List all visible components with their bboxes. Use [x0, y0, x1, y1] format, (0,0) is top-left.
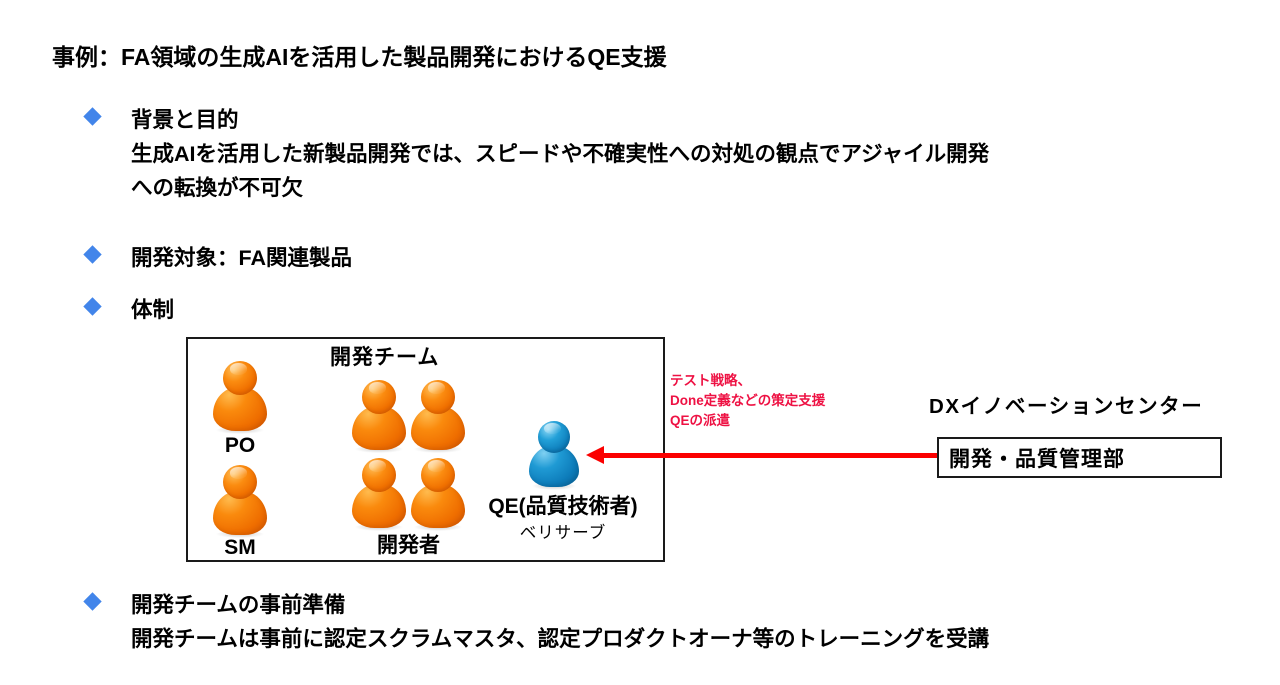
diamond-bullet-icon: [83, 107, 102, 126]
diamond-bullet-icon: [83, 245, 102, 264]
role-label-developers: 開発者: [377, 534, 440, 557]
bullet-preparation: 開発チームの事前準備 開発チームは事前に認定スクラムマスタ、認定プロダクトオーナ…: [83, 588, 989, 656]
bullet-structure: 体制: [83, 293, 174, 327]
person-head: [538, 421, 570, 453]
role-label-qe-company: ベリサーブ: [519, 524, 607, 542]
person-icon-developer-4: [411, 458, 465, 531]
role-label-po: PO: [224, 434, 256, 457]
bullet-development-target: 開発対象：FA関連製品: [83, 241, 352, 275]
role-label-sm: SM: [224, 536, 256, 559]
bullet-background-text: 背景と目的 生成AIを活用した新製品開発では、スピードや不確実性への対処の観点で…: [131, 103, 989, 205]
support-annotation-line-1: テスト戦略、: [670, 373, 751, 388]
person-head: [421, 458, 455, 492]
bullet-preparation-text: 開発チームの事前準備 開発チームは事前に認定スクラムマスタ、認定プロダクトオーナ…: [131, 588, 989, 656]
person-gloss: [368, 460, 387, 472]
bullet-development-target-line-1: 開発対象：FA関連製品: [131, 246, 352, 270]
person-head: [421, 380, 455, 414]
person-icon-developer-3: [352, 458, 406, 531]
person-head: [223, 465, 257, 499]
person-gloss: [229, 467, 248, 479]
person-icon-qe: [529, 421, 579, 490]
person-gloss: [427, 382, 446, 394]
person-head: [362, 458, 396, 492]
person-gloss: [229, 363, 248, 375]
development-team-label: 開発チーム: [330, 346, 440, 369]
diamond-bullet-icon: [83, 297, 102, 316]
support-annotation-line-3: QEの派遣: [670, 413, 731, 428]
person-gloss: [368, 382, 387, 394]
person-icon-sm: [213, 465, 267, 538]
bullet-preparation-line-1: 開発チームの事前準備: [131, 593, 346, 617]
role-label-qe: QE(品質技術者): [488, 495, 638, 518]
bullet-development-target-text: 開発対象：FA関連製品: [131, 241, 352, 275]
bullet-preparation-line-2: 開発チームは事前に認定スクラムマスタ、認定プロダクトオーナ等のトレーニングを受講: [131, 627, 990, 651]
person-head: [362, 380, 396, 414]
dispatch-arrow-line: [602, 453, 938, 458]
department-box: 開発・品質管理部: [937, 437, 1222, 478]
person-gloss: [544, 422, 562, 434]
dispatch-arrow-head-icon: [586, 446, 604, 464]
person-icon-developer-2: [411, 380, 465, 453]
person-gloss: [427, 460, 446, 472]
diamond-bullet-icon: [83, 592, 102, 611]
dx-innovation-center-label: DXイノベーションセンター: [929, 395, 1204, 418]
department-box-label: 開発・品質管理部: [949, 447, 1125, 471]
page-title: 事例：FA領域の生成AIを活用した製品開発におけるQE支援: [52, 44, 667, 70]
person-icon-developer-1: [352, 380, 406, 453]
bullet-structure-line-1: 体制: [131, 298, 175, 322]
support-annotation-line-2: Done定義などの策定支援: [670, 393, 826, 408]
bullet-structure-text: 体制: [131, 293, 174, 327]
bullet-background-line-2: 生成AIを活用した新製品開発では、スピードや不確実性への対処の観点でアジャイル開…: [131, 142, 990, 166]
person-icon-po: [213, 361, 267, 434]
bullet-background-line-3: への転換が不可欠: [131, 176, 304, 200]
person-head: [223, 361, 257, 395]
bullet-background-line-1: 背景と目的: [131, 108, 239, 132]
support-annotation: テスト戦略、 Done定義などの策定支援 QEの派遣: [670, 371, 825, 431]
bullet-background: 背景と目的 生成AIを活用した新製品開発では、スピードや不確実性への対処の観点で…: [83, 103, 989, 205]
